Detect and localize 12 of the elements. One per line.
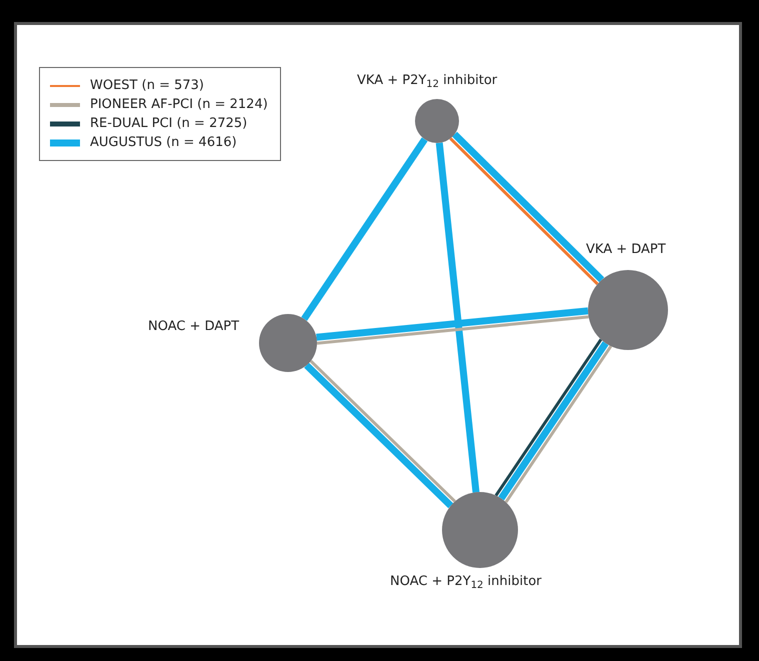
node-label: VKA + P2Y$_{12}$ inhibitor <box>357 73 498 90</box>
legend-text: PIONEER AF-PCI (n = 2124) <box>90 97 268 112</box>
connector-line <box>316 315 589 345</box>
connector-line <box>436 142 480 493</box>
legend-text: AUGUSTUS (n = 4616) <box>90 135 237 150</box>
connector-line <box>301 137 428 321</box>
legend-text: RE-DUAL PCI (n = 2725) <box>90 116 248 131</box>
node-label: NOAC + DAPT <box>148 319 240 334</box>
connector-line <box>316 307 588 341</box>
legend-text: WOEST (n = 573) <box>90 78 204 93</box>
node-label: NOAC + P2Y$_{12}$ inhibitor <box>390 574 542 591</box>
node-label: VKA + DAPT <box>586 242 666 257</box>
